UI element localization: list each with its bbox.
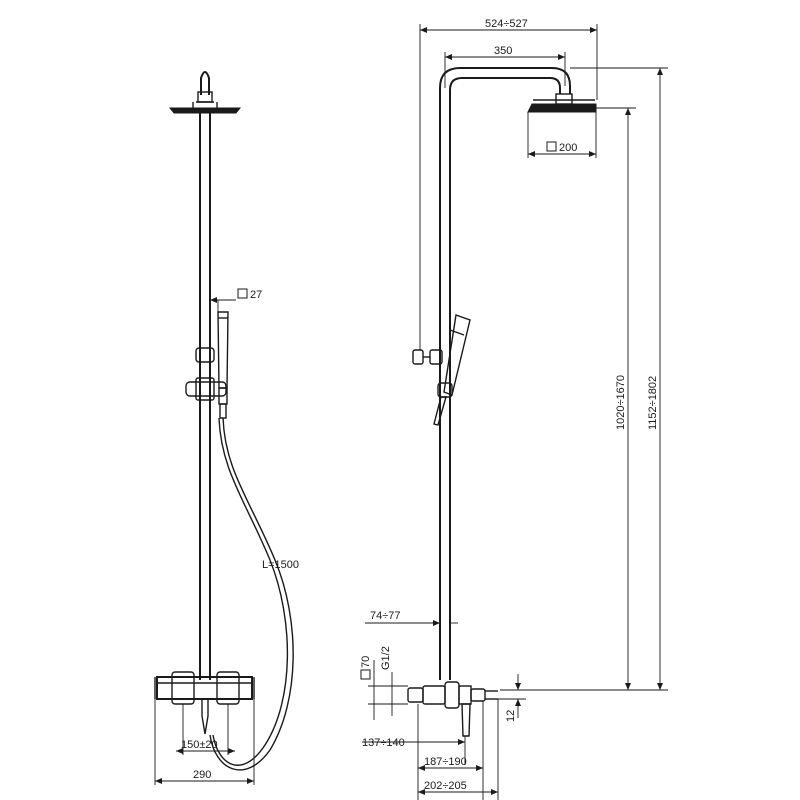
side-dim-arm: 350	[444, 45, 566, 88]
side-view: 524÷527 350 200 1020÷1670 11	[360, 18, 668, 800]
dim-total-height-label: 1152÷1802	[647, 376, 659, 430]
dim-centers-label: 150±20	[181, 739, 218, 751]
dim-thread-label: G1/2	[380, 646, 392, 670]
side-dim-head: 200	[527, 112, 597, 158]
dim-bracket-offset-label: 74÷77	[370, 610, 401, 622]
front-dim-hand-shower: 27	[210, 288, 262, 312]
dim-head-label: 200	[559, 142, 577, 154]
side-upper-bend	[439, 67, 571, 94]
dim-hand-shower-label: 27	[250, 289, 262, 301]
front-dim-width: 290	[154, 699, 255, 785]
front-hose	[209, 417, 294, 771]
dim-outlet-offset-label: 12	[505, 710, 517, 722]
front-outlet	[201, 698, 209, 735]
dim-width-label: 290	[193, 769, 211, 781]
front-hand-shower	[217, 311, 229, 389]
dim-hose-length-label: L=1500	[262, 559, 299, 571]
front-dim-centers: 150±20	[176, 704, 235, 755]
side-dim-bracket-offset: 74÷77	[365, 610, 458, 632]
front-shower-head	[168, 107, 242, 114]
front-slide-joint	[195, 347, 215, 363]
side-head-connector	[555, 93, 573, 105]
dim-body-depth-1-label: 187÷190	[424, 756, 467, 768]
side-dim-outlet-offset: 12	[498, 674, 526, 722]
dim-height-range-label: 1020÷1670	[615, 375, 627, 430]
dim-overall-reach-label: 524÷527	[485, 18, 528, 30]
side-dim-body-depth-1: 187÷190	[417, 701, 484, 800]
dim-spout-projection-label: 137÷140	[362, 737, 405, 749]
front-view: 27 L=1500 150±20 290	[154, 71, 299, 785]
dim-body-size-label: 70	[360, 656, 372, 668]
side-dim-total-height: 1152÷1802	[570, 67, 668, 690]
side-mixer-body	[407, 681, 498, 737]
dim-arm-label: 350	[494, 45, 512, 57]
front-top-arc	[200, 71, 210, 95]
side-dim-spout-projection: 137÷140	[362, 736, 466, 765]
dim-body-depth-2-label: 202÷205	[424, 780, 467, 792]
side-shower-head	[527, 103, 597, 113]
front-slide-holder	[185, 381, 227, 397]
side-dim-height-range: 1020÷1670	[500, 107, 668, 691]
side-dim-body-size: 70	[360, 656, 408, 720]
side-dim-thread: G1/2	[380, 646, 393, 716]
side-wall-bracket	[412, 349, 443, 365]
side-dim-body-depth-2: 202÷205	[418, 699, 499, 800]
side-dim-overall-reach: 524÷527	[419, 18, 598, 350]
